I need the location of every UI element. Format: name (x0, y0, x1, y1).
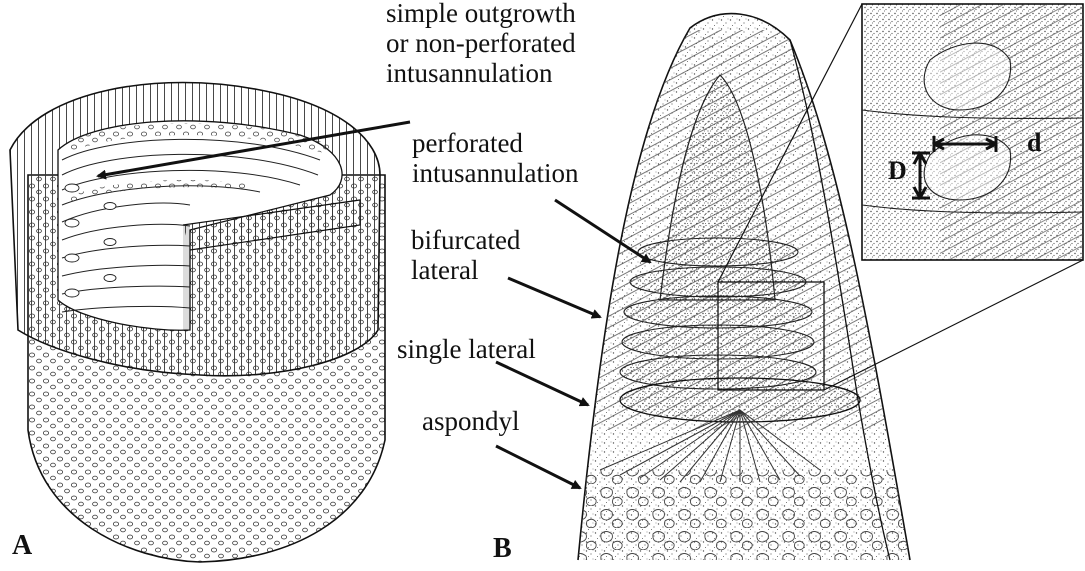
panel-label-a: A (12, 530, 32, 562)
label-bifurcated-line2: lateral (411, 255, 520, 285)
label-perforated: perforated intusannulation (412, 128, 578, 188)
label-aspondyl: aspondyl (422, 406, 520, 436)
label-single-lateral: single lateral (397, 334, 536, 364)
aspondyl-zone (570, 470, 930, 566)
label-simple-outgrowth-line3: intusannulation (386, 58, 576, 88)
panel-label-b: B (493, 533, 512, 565)
label-bifurcated: bifurcated lateral (411, 225, 520, 285)
label-bifurcated-line1: bifurcated (411, 225, 520, 255)
panel-a-cylinder (10, 83, 385, 563)
dimension-label-big: D (888, 156, 907, 186)
dimension-label-small: d (1027, 128, 1041, 158)
label-simple-outgrowth-line2: or non-perforated (386, 28, 576, 58)
inset-detail (862, 4, 1085, 260)
label-perforated-line2: intusannulation (412, 158, 578, 188)
label-perforated-line1: perforated (412, 128, 578, 158)
arrow-single-lateral (496, 362, 588, 405)
arrow-bifurcated (508, 278, 600, 317)
label-simple-outgrowth-line1: simple outgrowth (386, 0, 576, 28)
label-simple-outgrowth: simple outgrowth or non-perforated intus… (386, 0, 576, 88)
arrow-aspondyl (496, 446, 580, 488)
